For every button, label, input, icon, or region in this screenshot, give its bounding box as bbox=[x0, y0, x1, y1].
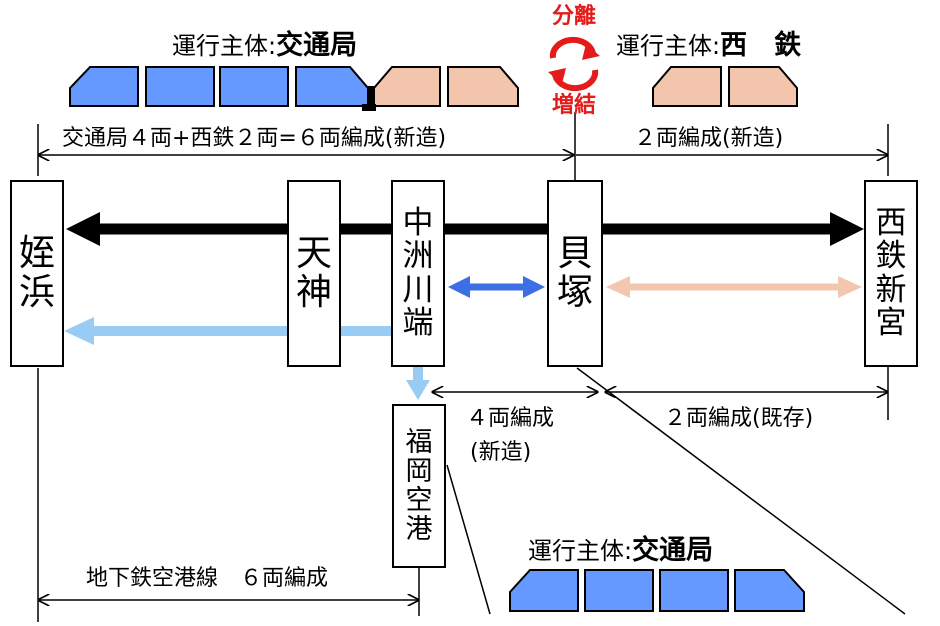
station-char: 神 bbox=[295, 271, 332, 313]
train-car-kotsukyoku bbox=[734, 569, 805, 612]
operator-name: 西 鉄 bbox=[720, 30, 802, 61]
train-car-kotsukyoku bbox=[145, 66, 215, 107]
train-car-kotsukyoku bbox=[295, 66, 369, 107]
arrowhead-left bbox=[66, 212, 100, 246]
split-label: 分離 bbox=[552, 4, 597, 29]
circular-arrows-icon bbox=[548, 36, 600, 92]
operator-prefix: 運行主体: bbox=[172, 32, 277, 60]
station-char: 福 bbox=[405, 426, 433, 458]
interline-arrowhead bbox=[523, 276, 545, 298]
operator-label-top-left: 運行主体:交通局 bbox=[172, 32, 357, 59]
station-char: 天 bbox=[295, 232, 332, 274]
train-car-nishitetsu bbox=[652, 66, 722, 107]
station-nishitetsu-shingu: 西 鉄 新 宮 bbox=[864, 180, 918, 367]
nishitetsu-arrowhead bbox=[838, 276, 862, 298]
station-tenjin: 天 神 bbox=[287, 180, 341, 367]
train-car-nishitetsu bbox=[728, 66, 798, 107]
station-char: 塚 bbox=[556, 271, 593, 313]
dim-label-airport-line: 地下鉄空港線 ６両編成 bbox=[86, 566, 329, 591]
airport-branch-arrow bbox=[413, 366, 423, 384]
station-char: 浜 bbox=[18, 271, 55, 313]
train-car-kotsukyoku bbox=[584, 569, 654, 612]
train-top-left bbox=[69, 66, 519, 111]
station-char: 新 bbox=[875, 271, 907, 308]
operator-label-top-right: 運行主体:西 鉄 bbox=[616, 32, 801, 59]
station-char: 港 bbox=[405, 514, 433, 546]
dim-label-nishitetsu-new: ２両編成(新造) bbox=[634, 126, 784, 151]
train-car-kotsukyoku bbox=[69, 66, 139, 107]
station-meinohama: 姪 浜 bbox=[10, 180, 64, 367]
station-char: 洲 bbox=[402, 238, 434, 275]
station-char: 岡 bbox=[405, 455, 433, 487]
dim-label-four-car-new: (新造) bbox=[470, 440, 532, 465]
coupler bbox=[368, 86, 374, 108]
station-char: 端 bbox=[402, 304, 434, 341]
train-car-kotsukyoku bbox=[659, 569, 729, 612]
operator-label-bottom: 運行主体:交通局 bbox=[528, 537, 713, 564]
dim-label-nishitetsu-existing: ２両編成(既存) bbox=[664, 406, 814, 431]
train-car-nishitetsu bbox=[447, 66, 519, 107]
train-bottom bbox=[509, 569, 805, 612]
station-char: 川 bbox=[402, 271, 434, 308]
station-char: 鉄 bbox=[875, 238, 907, 275]
station-nakasu-kawabata: 中 洲 川 端 bbox=[391, 180, 445, 367]
arrowhead-right bbox=[830, 212, 864, 246]
station-char: 宮 bbox=[875, 304, 907, 341]
coupler-base bbox=[362, 104, 376, 111]
dim-label-through: 交通局４両+西鉄２両=６両編成(新造) bbox=[62, 126, 447, 151]
airport-line-arrowhead bbox=[64, 317, 94, 345]
station-fukuoka-airport: 福 岡 空 港 bbox=[392, 404, 446, 568]
train-car-nishitetsu bbox=[373, 66, 441, 107]
operator-name: 交通局 bbox=[632, 535, 714, 566]
station-char: 西 bbox=[875, 204, 907, 241]
join-label: 増結 bbox=[552, 93, 597, 118]
train-top-right bbox=[652, 66, 798, 107]
interline-arrowhead bbox=[448, 276, 470, 298]
station-kaizuka: 貝 塚 bbox=[547, 180, 603, 367]
nishitetsu-arrowhead bbox=[606, 276, 630, 298]
train-car-kotsukyoku bbox=[219, 66, 289, 107]
station-char: 空 bbox=[405, 485, 433, 516]
operator-name: 交通局 bbox=[276, 30, 358, 61]
station-char: 姪 bbox=[18, 232, 55, 274]
dim-label-four-car: ４両編成 bbox=[466, 406, 555, 431]
operator-prefix: 運行主体: bbox=[616, 32, 721, 60]
airport-branch-arrowhead bbox=[406, 380, 430, 400]
train-car-kotsukyoku bbox=[509, 569, 579, 612]
callout-line bbox=[446, 464, 491, 615]
station-char: 貝 bbox=[556, 232, 593, 274]
callout-line bbox=[576, 367, 906, 615]
operator-prefix: 運行主体: bbox=[528, 537, 633, 565]
station-char: 中 bbox=[402, 204, 434, 241]
